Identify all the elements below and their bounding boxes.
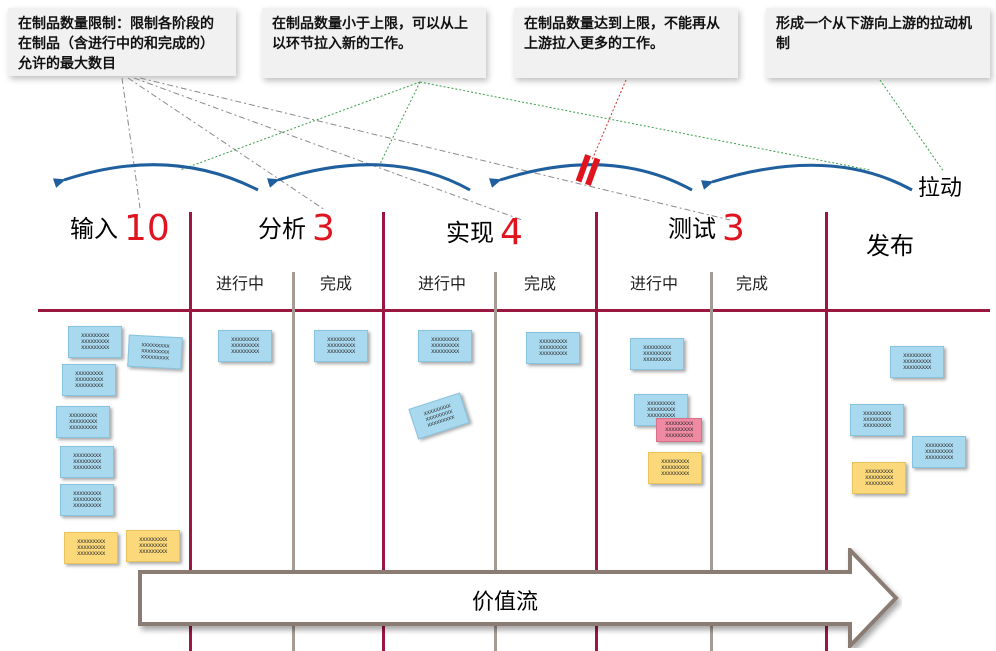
work-card[interactable]: xxxxxxxxx xxxxxxxxx xxxxxxxxx: [127, 334, 183, 370]
work-card-blocked[interactable]: xxxxxxxxx xxxxxxxxx xxxxxxxxx: [656, 418, 702, 442]
column-divider-analysis-implement: [382, 212, 385, 651]
work-card[interactable]: xxxxxxxxx xxxxxxxxx xxxxxxxxx: [56, 406, 110, 438]
stage-title-release: 发布: [866, 226, 914, 261]
value-stream-label: 价值流: [471, 590, 538, 615]
work-card[interactable]: xxxxxxxxx xxxxxxxxx xxxxxxxxx: [912, 436, 966, 468]
subcolumn-divider-analysis: [292, 272, 295, 651]
test-in-progress-label: 进行中: [630, 274, 679, 293]
work-card[interactable]: xxxxxxxxx xxxxxxxxx xxxxxxxxx: [526, 332, 580, 364]
wip-limit-leaders: [121, 77, 731, 221]
pull-arrow-release-to-test: [700, 163, 913, 192]
callout-pull-mechanism-text: 形成一个从下游向上游的拉动机制: [776, 16, 972, 52]
callout-wip-limit-text: 在制品数量限制：限制各阶段的在制品（含进行中的和完成的）允许的最大数目: [18, 16, 214, 72]
callout-pull-mechanism: 形成一个从下游向上游的拉动机制: [766, 8, 990, 78]
stage-name: 输入: [70, 215, 118, 243]
stage-name: 分析: [258, 215, 306, 243]
work-card[interactable]: xxxxxxxxx xxxxxxxxx xxxxxxxxx: [218, 330, 272, 362]
work-card[interactable]: xxxxxxxxx xxxxxxxxx xxxxxxxxx: [62, 364, 116, 396]
pull-arrow-implement-to-analysis: [266, 163, 471, 192]
stage-name: 实现: [446, 219, 494, 247]
stage-wip-limit: 10: [124, 208, 170, 249]
column-divider-test-release: [825, 212, 828, 651]
work-card[interactable]: xxxxxxxxx xxxxxxxxx xxxxxxxxx: [418, 330, 472, 362]
implement-in-progress-label: 进行中: [418, 274, 467, 293]
stage-wip-limit: 3: [312, 208, 335, 249]
callout-below-limit: 在制品数量小于上限，可以从上以环节拉入新的工作。: [262, 8, 486, 78]
analysis-done-label: 完成: [320, 274, 353, 293]
work-card[interactable]: xxxxxxxxx xxxxxxxxx xxxxxxxxx: [890, 346, 944, 378]
callout-wip-limit: 在制品数量限制：限制各阶段的在制品（含进行中的和完成的）允许的最大数目: [8, 8, 236, 76]
stage-wip-limit: 4: [500, 212, 523, 253]
work-card[interactable]: xxxxxxxxx xxxxxxxxx xxxxxxxxx: [850, 404, 904, 436]
below-limit-leaders: [179, 81, 871, 171]
value-stream-arrow: [138, 548, 899, 648]
work-card[interactable]: xxxxxxxxx xxxxxxxxx xxxxxxxxx: [60, 484, 114, 516]
work-card[interactable]: xxxxxxxxx xxxxxxxxx xxxxxxxxx: [852, 462, 906, 494]
work-card[interactable]: xxxxxxxxx xxxxxxxxx xxxxxxxxx: [648, 452, 702, 484]
test-done-label: 完成: [736, 274, 769, 293]
implement-done-label: 完成: [524, 274, 557, 293]
work-card[interactable]: xxxxxxxxx xxxxxxxxx xxxxxxxxx: [60, 446, 114, 478]
pull-leader: [879, 79, 945, 173]
subcolumn-divider-implement: [494, 272, 497, 651]
work-card[interactable]: xxxxxxxxx xxxxxxxxx xxxxxxxxx: [314, 330, 368, 362]
at-limit-leader: [591, 79, 627, 161]
stage-name: 发布: [866, 232, 914, 260]
callout-at-limit-text: 在制品数量达到上限，不能再从上游拉入更多的工作。: [524, 16, 720, 52]
column-divider-implement-test: [595, 212, 598, 651]
work-card[interactable]: xxxxxxxxx xxxxxxxxx xxxxxxxxx: [68, 326, 122, 358]
stage-name: 测试: [668, 215, 716, 243]
stage-wip-limit: 3: [722, 208, 745, 249]
pull-label: 拉动: [918, 176, 963, 201]
work-card[interactable]: xxxxxxxxx xxxxxxxxx xxxxxxxxx: [630, 338, 684, 370]
analysis-in-progress-label: 进行中: [216, 274, 265, 293]
board-header-divider: [38, 309, 990, 312]
block-icon: [575, 154, 601, 186]
callout-below-limit-text: 在制品数量小于上限，可以从上以环节拉入新的工作。: [272, 16, 468, 52]
pull-arrow-analysis-to-input: [52, 163, 259, 192]
column-divider-input-analysis: [189, 212, 192, 651]
work-card[interactable]: xxxxxxxxx xxxxxxxxx xxxxxxxxx: [126, 530, 180, 562]
subcolumn-divider-test: [710, 272, 713, 651]
pull-arrow-test-to-implement: [488, 163, 693, 192]
work-card[interactable]: xxxxxxxxx xxxxxxxxx xxxxxxxxx: [64, 532, 118, 564]
callout-at-limit: 在制品数量达到上限，不能再从上游拉入更多的工作。: [514, 8, 738, 78]
